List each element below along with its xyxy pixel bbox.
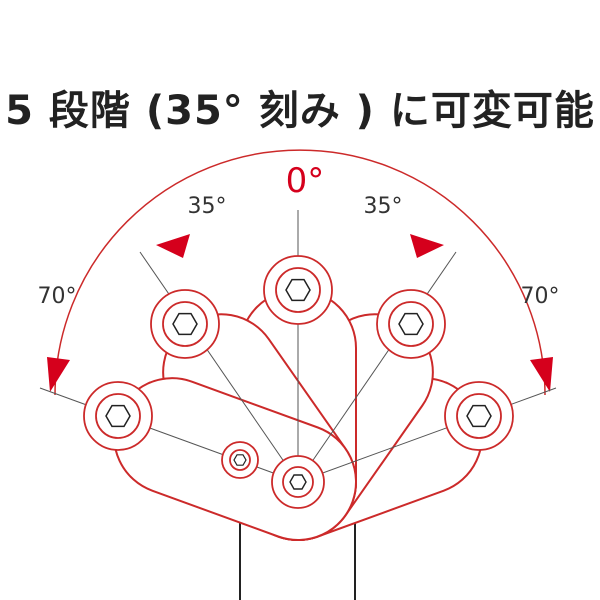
bolt-left-70 xyxy=(83,381,153,451)
label-center: 0° xyxy=(286,161,325,201)
rotation-arc xyxy=(54,149,546,396)
lock-bolt xyxy=(221,441,259,479)
label-left-35: 35° xyxy=(188,194,227,219)
bolt-left-35 xyxy=(150,289,220,359)
bolt-right-35 xyxy=(376,289,446,359)
bolt-center xyxy=(263,255,333,325)
arrow-left-35 xyxy=(156,234,190,258)
label-right-35: 35° xyxy=(364,194,403,219)
pivot-bolt xyxy=(271,455,325,509)
handle xyxy=(239,520,356,600)
arrow-left-70 xyxy=(47,357,70,392)
bolt-right-70 xyxy=(444,381,514,451)
arrow-right-70 xyxy=(530,357,553,392)
page-title: 5 段階 (35° 刻み ) に可変可能 xyxy=(5,88,595,134)
arrow-right-35 xyxy=(410,234,444,258)
label-left-70: 70° xyxy=(38,284,77,309)
label-right-70: 70° xyxy=(521,284,560,309)
